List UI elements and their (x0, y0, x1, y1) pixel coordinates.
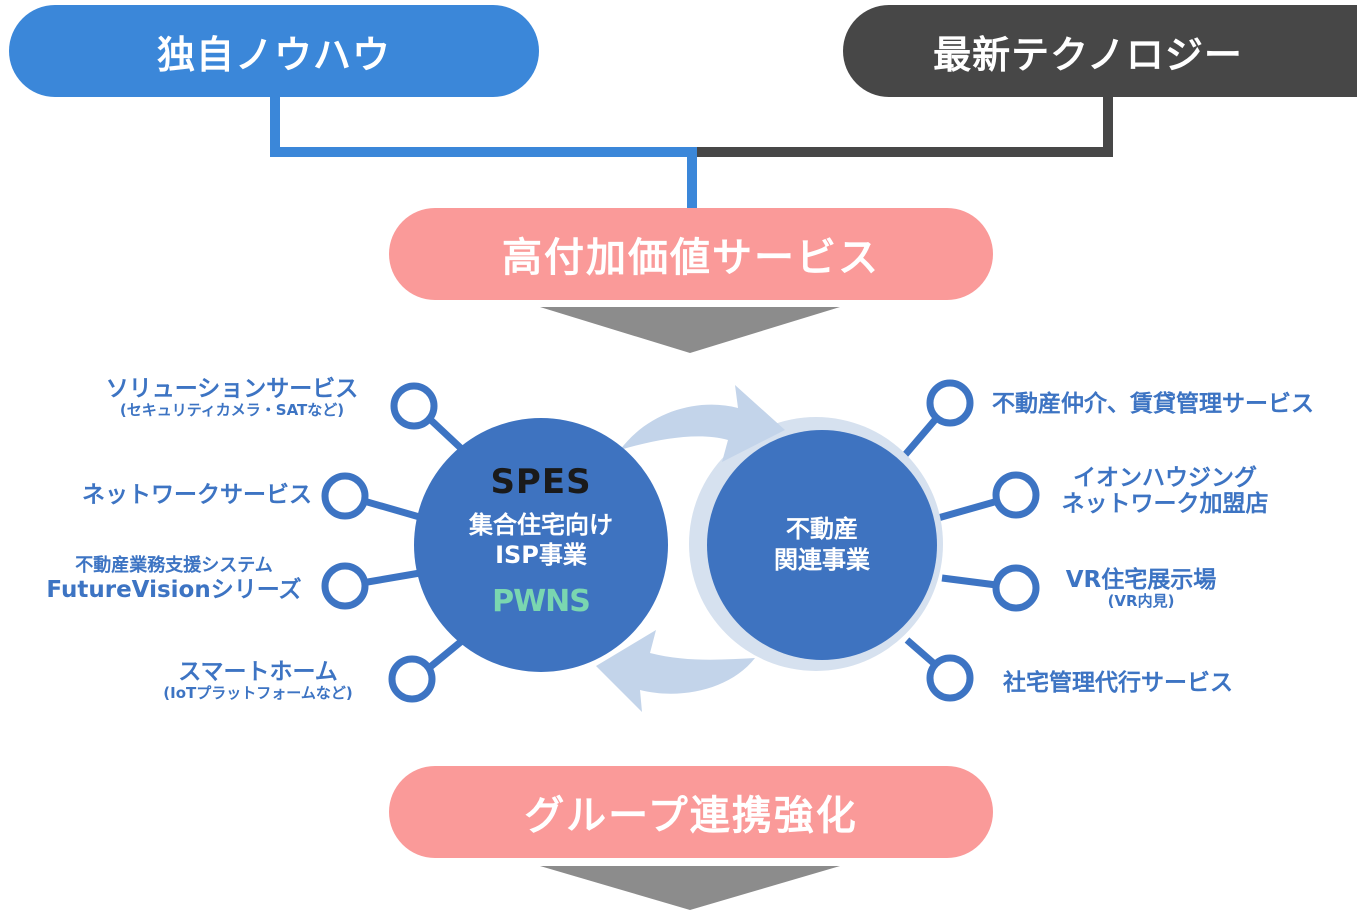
own-knowhow-pill: 独自ノウハウ (9, 5, 539, 97)
label-solution-main: ソリューションサービス (105, 376, 359, 402)
node-smarthome (388, 655, 436, 703)
label-brokerage: 不動産仲介、賃貸管理サービス (992, 391, 1314, 417)
label-aeon: イオンハウジング ネットワーク加盟店 (1040, 465, 1290, 518)
high-value-service-pill: 高付加価値サービス (389, 208, 993, 300)
isp-circle (414, 418, 668, 672)
label-smarthome: スマートホーム (IoTプラットフォームなど) (108, 659, 408, 703)
node-company-housing (926, 654, 974, 702)
label-network: ネットワークサービス (10, 482, 312, 508)
pwns-logo: PWNS (492, 584, 591, 619)
label-smarthome-main: スマートホーム (178, 659, 338, 685)
down-arrow-1 (540, 307, 840, 353)
isp-circle-text: SPES 集合住宅向け ISP事業 PWNS (441, 462, 641, 619)
node-brokerage (926, 379, 974, 427)
node-network (321, 472, 369, 520)
real-estate-circle-text: 不動産 関連事業 (722, 514, 922, 576)
real-estate-line1: 不動産 (786, 515, 858, 543)
node-vr (992, 564, 1040, 612)
real-estate-line2: 関連事業 (774, 546, 870, 575)
node-solution (390, 382, 438, 430)
down-arrow-2 (540, 866, 840, 910)
node-futurevision (321, 562, 369, 610)
label-futurevision: 不動産業務支援システム FutureVisionシリーズ (20, 555, 328, 603)
label-solution: ソリューションサービス (セキュリティカメラ・SATなど) (82, 376, 382, 420)
group-collaboration-pill: グループ連携強化 (389, 766, 993, 858)
left-connector-line (270, 96, 697, 157)
label-company-housing: 社宅管理代行サービス (1003, 670, 1233, 696)
label-vr-main: VR住宅展示場 (1065, 567, 1217, 593)
spes-brand: SPES (490, 462, 592, 502)
latest-technology-pill: 最新テクノロジー (843, 5, 1357, 97)
label-network-main: ネットワークサービス (82, 482, 312, 508)
label-futurevision-main: FutureVisionシリーズ (46, 576, 302, 603)
label-brokerage-main: 不動産仲介、賃貸管理サービス (992, 391, 1314, 417)
isp-line1: 集合住宅向け (469, 511, 613, 539)
label-futurevision-top: 不動産業務支援システム (75, 555, 273, 576)
cycle-arrow-top (620, 385, 785, 462)
label-solution-sub: (セキュリティカメラ・SATなど) (119, 401, 345, 420)
label-aeon-line2: ネットワーク加盟店 (1061, 491, 1269, 518)
cycle-arrow-bottom (596, 630, 755, 712)
label-smarthome-sub: (IoTプラットフォームなど) (163, 684, 353, 703)
node-aeon (992, 471, 1040, 519)
label-vr: VR住宅展示場 (VR内見) (1046, 567, 1236, 611)
real-estate-circle (707, 430, 937, 660)
label-vr-sub: (VR内見) (1107, 592, 1175, 611)
right-connector-line (697, 96, 1113, 157)
isp-line2: ISP事業 (495, 541, 587, 569)
label-aeon-line1: イオンハウジング (1073, 465, 1257, 491)
label-company-housing-main: 社宅管理代行サービス (1003, 670, 1233, 696)
